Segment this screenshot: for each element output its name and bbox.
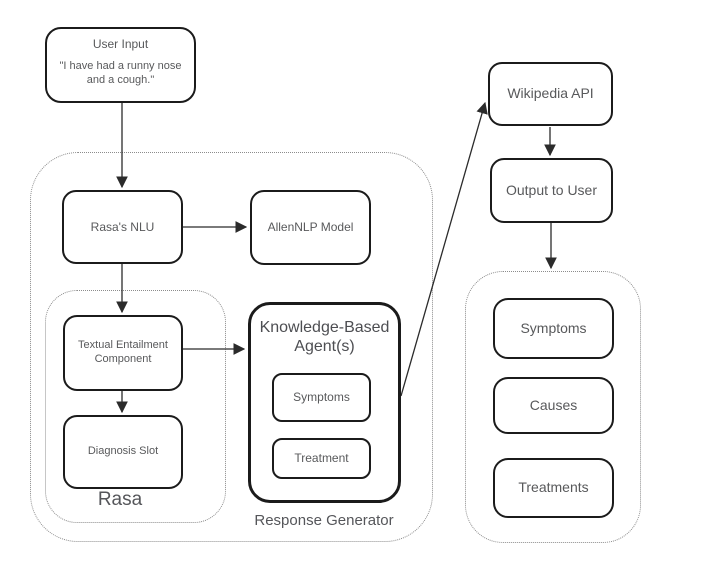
kba-treatment-node: Treatment: [272, 438, 371, 479]
allennlp-model-node: AllenNLP Model: [250, 190, 371, 265]
response-generator-label: Response Generator: [254, 512, 394, 529]
textual-entailment-node: Textual Entailment Component: [63, 315, 183, 391]
output-to-user-node: Output to User: [490, 158, 613, 223]
rasa-group-label: Rasa: [97, 489, 143, 510]
user-input-quote-line1: "I have had a runny nose: [59, 60, 182, 72]
rasa-nlu-node: Rasa's NLU: [62, 190, 183, 264]
results-causes-node: Causes: [493, 377, 614, 434]
results-treatments-node: Treatments: [493, 458, 614, 518]
user-input-title: User Input: [92, 37, 149, 51]
knowledge-based-agent-title: Knowledge-Based Agent(s): [259, 319, 390, 356]
kba-symptoms-node: Symptoms: [272, 373, 371, 422]
results-symptoms-node: Symptoms: [493, 298, 614, 359]
user-input-quote: "I have had a runny nose and a cough.": [60, 59, 182, 88]
rasa-group: [45, 290, 226, 523]
diagnosis-slot-node: Diagnosis Slot: [63, 415, 183, 489]
wikipedia-api-node: Wikipedia API: [488, 62, 613, 126]
results-group: [465, 271, 641, 543]
user-input-node: User Input "I have had a runny nose and …: [45, 27, 196, 103]
user-input-quote-line2: and a cough.": [86, 74, 155, 87]
